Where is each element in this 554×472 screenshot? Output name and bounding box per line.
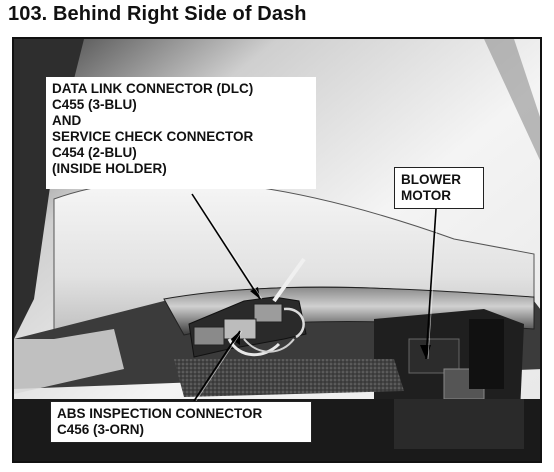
page-title: 103. Behind Right Side of Dash [8,3,307,25]
dlc-callout-line-2: C455 (3-BLU) [52,97,137,112]
abs-callout: ABS INSPECTION CONNECTOR C456 (3-ORN) [50,401,312,443]
dlc-callout-line-3: AND [52,113,82,128]
blower-callout-line-2: MOTOR [401,188,451,203]
dlc-callout-line-6: (INSIDE HOLDER) [52,161,167,176]
dlc-callout-line-1: DATA LINK CONNECTOR (DLC) [52,81,254,96]
blower-callout-line-1: BLOWER [401,172,461,187]
dlc-leader-line [191,193,261,300]
dlc-callout-line-5: C454 (2-BLU) [52,145,137,160]
abs-arrowhead [231,331,240,345]
blower-arrowhead [420,345,431,359]
blower-leader-line [425,208,437,360]
dlc-callout: DATA LINK CONNECTOR (DLC) C455 (3-BLU) A… [46,77,316,189]
dlc-arrowhead [250,287,260,299]
abs-leader-line [193,330,241,402]
dlc-callout-line-4: SERVICE CHECK CONNECTOR [52,129,254,144]
abs-callout-line-2: C456 (3-ORN) [57,422,145,437]
blower-motor-callout: BLOWER MOTOR [394,167,484,209]
abs-callout-line-1: ABS INSPECTION CONNECTOR [57,406,263,421]
photo-frame: DATA LINK CONNECTOR (DLC) C455 (3-BLU) A… [12,37,542,463]
